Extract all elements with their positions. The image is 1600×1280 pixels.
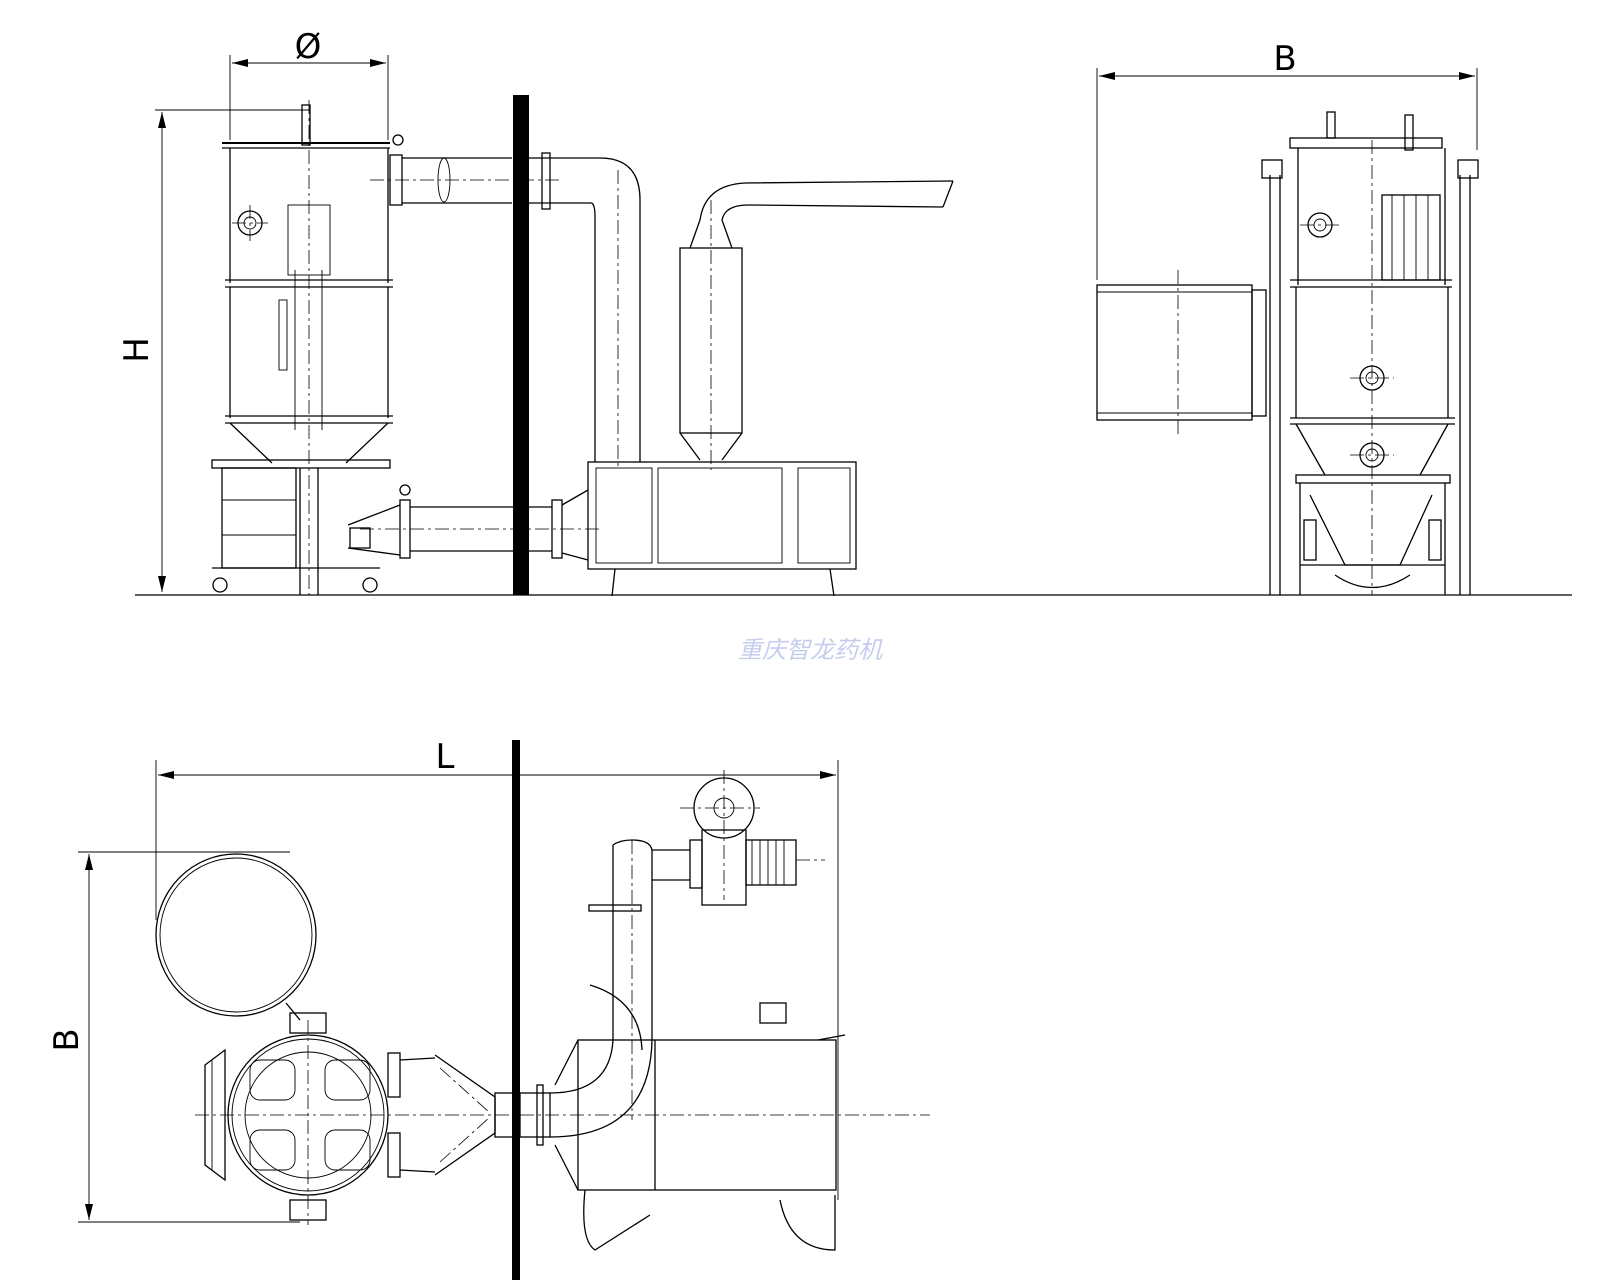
diameter-dimension: Ø	[229, 27, 389, 140]
plan-view: L B	[47, 737, 930, 1280]
filter-box-plan	[554, 984, 846, 1251]
length-dimension: L	[155, 737, 839, 1200]
plan-width-dimension: B	[47, 851, 300, 1223]
length-label: L	[436, 737, 455, 777]
plan-width-label: B	[47, 1028, 87, 1051]
diameter-label: Ø	[295, 27, 322, 67]
watermark-text: 重庆智龙药机	[738, 636, 883, 664]
silencer	[679, 180, 954, 470]
fan-plan	[519, 770, 825, 1146]
side-duct	[1096, 270, 1267, 435]
height-dimension: H	[117, 109, 310, 592]
side-elevation: B	[1096, 39, 1479, 595]
front-elevation: Ø H	[117, 27, 1572, 597]
inlet-duct	[347, 484, 600, 561]
exhaust-duct	[370, 134, 560, 206]
side-width-dimension: B	[1096, 39, 1478, 280]
dryer-tower	[211, 100, 393, 595]
wall-elevation	[513, 95, 529, 595]
wall-plan	[512, 740, 520, 1280]
filter-box	[587, 461, 857, 597]
dryer-plan	[195, 1012, 930, 1225]
lid-circle	[155, 853, 317, 1021]
outdoor-duct	[529, 152, 641, 470]
side-tower	[1261, 111, 1479, 595]
side-width-label: B	[1273, 39, 1296, 79]
height-label: H	[117, 337, 157, 363]
